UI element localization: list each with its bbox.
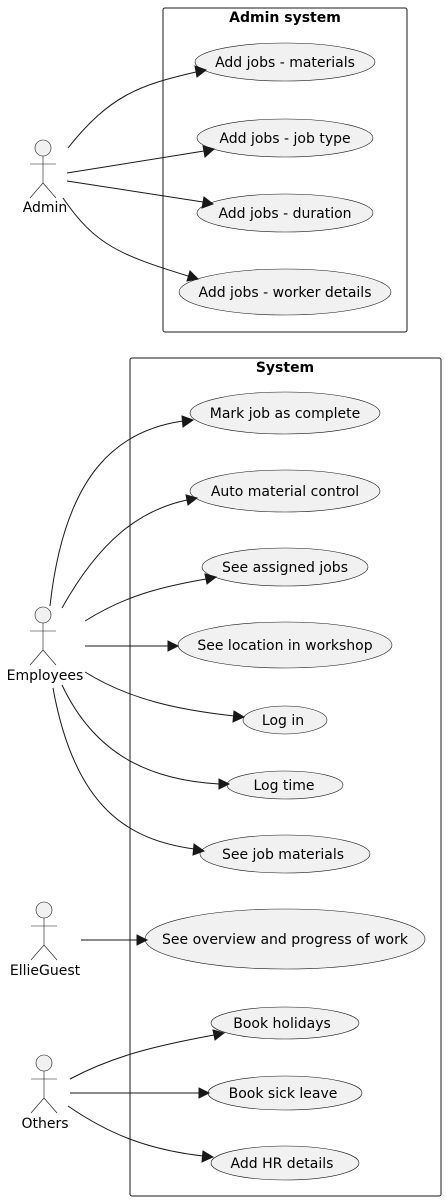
use-case-log-in: Log in bbox=[242, 705, 328, 735]
use-case-auto-material-label: Auto material control bbox=[211, 484, 359, 500]
use-case-sick-leave: Book sick leave bbox=[207, 1075, 363, 1111]
use-case-sick-leave-label: Book sick leave bbox=[229, 1086, 338, 1102]
use-case-assigned-jobs-shape bbox=[201, 547, 369, 587]
use-case-duration-label: Add jobs - duration bbox=[218, 206, 351, 222]
edge-employees-assigned-jobs bbox=[84, 573, 218, 622]
actor-guest-label: EllieGuest bbox=[10, 963, 81, 979]
use-case-log-time: Log time bbox=[226, 770, 344, 800]
main-system-title: System bbox=[256, 360, 314, 376]
edge-employees-log-in bbox=[84, 671, 246, 723]
main-system-boundary: System bbox=[129, 357, 442, 1197]
edge-admin-duration bbox=[66, 180, 215, 209]
use-case-job-type: Add jobs - job type bbox=[196, 118, 374, 158]
use-case-log-in-shape bbox=[242, 705, 328, 735]
use-case-duration: Add jobs - duration bbox=[196, 193, 374, 233]
use-case-log-time-label: Log time bbox=[253, 778, 314, 794]
edge-guest-overview bbox=[81, 934, 149, 946]
use-case-location: See location in workshop bbox=[177, 621, 393, 669]
actor-others-label: Others bbox=[21, 1116, 68, 1132]
use-case-job-materials: See job materials bbox=[199, 834, 371, 874]
edge-admin-job-type bbox=[66, 145, 216, 174]
use-case-materials-shape bbox=[194, 42, 376, 82]
use-case-auto-material-shape bbox=[189, 469, 381, 513]
admin-system-box bbox=[162, 7, 408, 333]
use-case-mark-complete: Mark job as complete bbox=[189, 391, 381, 435]
actor-admin: Admin bbox=[23, 139, 68, 216]
use-case-location-shape bbox=[177, 621, 393, 669]
use-case-worker-details-label: Add jobs - worker details bbox=[199, 285, 372, 301]
use-case-assigned-jobs-label: See assigned jobs bbox=[222, 560, 348, 576]
edge-admin-worker-details bbox=[62, 197, 200, 282]
actor-others: Others bbox=[21, 1054, 69, 1132]
use-case-log-in-label: Log in bbox=[262, 713, 304, 729]
use-case-worker-details: Add jobs - worker details bbox=[178, 268, 392, 316]
use-case-mark-complete-shape bbox=[189, 391, 381, 435]
use-case-duration-shape bbox=[196, 193, 374, 233]
use-case-job-materials-shape bbox=[199, 834, 371, 874]
use-case-worker-details-shape bbox=[178, 268, 392, 316]
use-case-overview-label: See overview and progress of work bbox=[162, 932, 409, 948]
actor-guest-icon bbox=[30, 901, 58, 961]
edge-employees-log-time bbox=[61, 684, 231, 790]
admin-system-title: Admin system bbox=[229, 10, 341, 26]
use-case-materials-label: Add jobs - materials bbox=[215, 55, 355, 71]
use-case-location-label: See location in workshop bbox=[197, 638, 372, 654]
edge-employees-mark-complete bbox=[49, 415, 195, 607]
use-case-hr-details-label: Add HR details bbox=[231, 1156, 334, 1172]
actor-guest: EllieGuest bbox=[10, 901, 81, 979]
use-case-job-materials-label: See job materials bbox=[222, 847, 344, 863]
actor-employees: Employees bbox=[7, 606, 84, 684]
use-case-hr-details: Add HR details bbox=[210, 1145, 360, 1181]
actor-others-icon bbox=[30, 1054, 58, 1114]
edge-admin-materials bbox=[67, 65, 208, 149]
use-case-holidays-label: Book holidays bbox=[233, 1016, 331, 1032]
use-case-hr-details-shape bbox=[210, 1145, 360, 1181]
edge-employees-auto-material bbox=[61, 494, 199, 609]
use-case-assigned-jobs: See assigned jobs bbox=[201, 547, 369, 587]
actor-admin-label: Admin bbox=[23, 200, 68, 216]
edge-others-sick-leave bbox=[70, 1087, 211, 1099]
use-case-holidays-shape bbox=[210, 1006, 360, 1040]
use-case-mark-complete-label: Mark job as complete bbox=[210, 406, 360, 422]
edge-others-holidays bbox=[69, 1029, 226, 1080]
use-case-job-type-shape bbox=[196, 118, 374, 158]
main-system-box bbox=[129, 357, 442, 1197]
edge-others-hr-details bbox=[67, 1105, 215, 1163]
admin-system-boundary: Admin system bbox=[162, 7, 408, 333]
edge-employees-job-materials bbox=[52, 687, 206, 856]
use-case-overview: See overview and progress of work bbox=[144, 908, 426, 970]
actor-admin-icon bbox=[29, 139, 57, 199]
use-case-holidays: Book holidays bbox=[210, 1006, 360, 1040]
use-case-materials: Add jobs - materials bbox=[194, 42, 376, 82]
use-case-job-type-label: Add jobs - job type bbox=[219, 131, 350, 147]
actor-employees-icon bbox=[29, 606, 57, 666]
edge-employees-location bbox=[85, 640, 180, 652]
use-case-auto-material: Auto material control bbox=[189, 469, 381, 513]
actor-employees-label: Employees bbox=[7, 668, 84, 684]
